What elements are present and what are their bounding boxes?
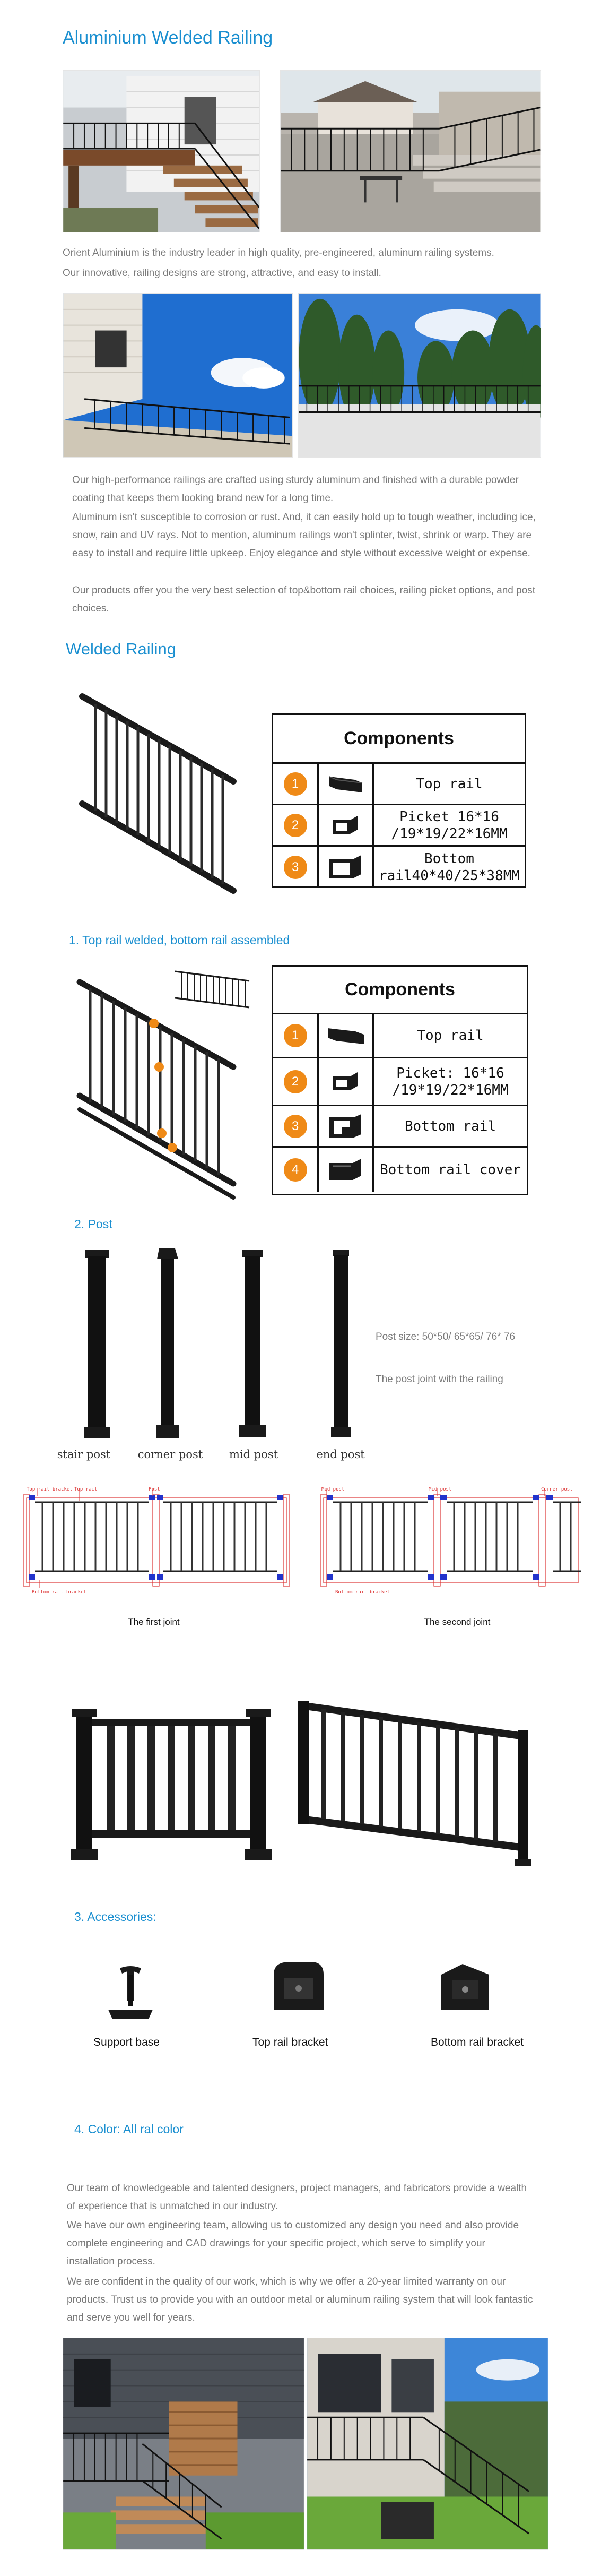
top-rail-icon bbox=[329, 776, 362, 792]
component-label: Bottom rail40*40/25*38MM bbox=[378, 851, 520, 884]
intro-text-1: Orient Aluminium is the industry leader … bbox=[63, 247, 494, 259]
section-1-title: 1. Top rail welded, bottom rail assemble… bbox=[69, 933, 290, 947]
number-badge: 2 bbox=[283, 813, 307, 837]
number-badge: 1 bbox=[283, 1024, 307, 1047]
posts-drawing bbox=[74, 1248, 393, 1440]
body-paragraph-3: Our products offer you the very best sel… bbox=[72, 585, 536, 614]
rooftop-railing-photo bbox=[298, 293, 541, 458]
page-title: Aluminium Welded Railing bbox=[63, 28, 273, 48]
deck-sky-photo bbox=[63, 293, 293, 458]
top-rail-bracket-image bbox=[268, 1959, 327, 2017]
section-3-title: 3. Accessories: bbox=[74, 1910, 156, 1924]
component-label: Top rail bbox=[417, 1028, 484, 1044]
intro-text-2: Our innovative, railing designs are stro… bbox=[63, 268, 381, 279]
post-label-stair: stair post bbox=[57, 1448, 111, 1461]
assembled-railing-drawing bbox=[69, 966, 255, 1200]
support-base-label: Support base bbox=[93, 2036, 160, 2048]
components-row: 4 Bottom rail cover bbox=[273, 1148, 527, 1192]
component-label: Bottom rail cover bbox=[379, 1162, 521, 1178]
number-badge: 1 bbox=[283, 772, 307, 796]
mid-post-label-left: Mid post bbox=[321, 1487, 344, 1492]
welded-railing-title: Welded Railing bbox=[66, 640, 176, 658]
team-paragraph: Our team of knowledgeable and talented d… bbox=[67, 2183, 527, 2212]
top-rail-label: Top rail bbox=[74, 1487, 97, 1492]
components-row: 2 Picket 16*16 /19*19/22*16MM bbox=[273, 805, 525, 847]
bottom-rail-icon bbox=[329, 855, 361, 878]
components-row: 1 Top rail bbox=[273, 1014, 527, 1058]
deck-stairs-photo bbox=[63, 70, 260, 232]
picket-icon bbox=[333, 815, 358, 834]
number-badge: 4 bbox=[283, 1158, 307, 1182]
first-joint-caption: The first joint bbox=[128, 1617, 180, 1627]
components-row: 3 Bottom rail bbox=[273, 1106, 527, 1148]
body-paragraph-1: Our high-performance railings are crafte… bbox=[72, 475, 519, 504]
number-badge: 2 bbox=[283, 1070, 307, 1093]
post-joint-text: The post joint with the railing bbox=[376, 1374, 503, 1385]
picket-icon bbox=[333, 1072, 358, 1090]
body-paragraph-2: Aluminum isn't susceptible to corrosion … bbox=[72, 512, 536, 559]
component-label: Bottom rail bbox=[404, 1118, 496, 1134]
first-joint-diagram: Top rail bracket Top rail Post Bottom ra… bbox=[21, 1486, 297, 1614]
post-label: Post bbox=[149, 1487, 160, 1492]
section-4-title: 4. Color: All ral color bbox=[74, 2122, 184, 2136]
bottom-rail-cover-icon bbox=[329, 1159, 361, 1180]
component-label: Picket: 16*16 /19*19/22*16MM bbox=[392, 1065, 509, 1098]
mid-post-label-center: Mid post bbox=[429, 1487, 451, 1492]
straight-railing-render bbox=[68, 1707, 280, 1861]
top-rail-bracket-label: Top rail bracket bbox=[252, 2036, 328, 2048]
house-stairs-photo bbox=[307, 2338, 548, 2550]
components-row: 2 Picket: 16*16 /19*19/22*16MM bbox=[273, 1058, 527, 1106]
post-label-corner: corner post bbox=[137, 1448, 203, 1461]
angled-railing-render bbox=[296, 1699, 535, 1868]
number-badge: 3 bbox=[283, 1114, 307, 1138]
components-table-1: Components 1 Top rail 2 Picket 16*16 /19… bbox=[272, 713, 526, 888]
bottom-rail-bracket-label: Bottom rail bracket bbox=[335, 1590, 390, 1595]
second-joint-diagram: Mid post Mid post Corner post Bottom rai… bbox=[316, 1486, 597, 1614]
support-base-image bbox=[104, 1964, 157, 2028]
bottom-rail-bracket-image bbox=[436, 1962, 494, 2017]
components-table-header: Components bbox=[273, 715, 525, 764]
corner-post-label: Corner post bbox=[541, 1487, 573, 1492]
components-row: 3 Bottom rail40*40/25*38MM bbox=[273, 847, 525, 888]
backyard-deck-photo bbox=[63, 2338, 304, 2550]
post-size-text: Post size: 50*50/ 65*65/ 76* 76 bbox=[376, 1331, 516, 1342]
post-label-mid: mid post bbox=[229, 1448, 278, 1461]
number-badge: 3 bbox=[283, 856, 307, 879]
engineering-paragraph: We have our own engineering team, allowi… bbox=[67, 2220, 519, 2267]
section-2-title: 2. Post bbox=[74, 1217, 112, 1231]
components-table-2: Components 1 Top rail 2 Picket: 16*16 /1… bbox=[272, 965, 528, 1195]
post-label-end: end post bbox=[316, 1448, 365, 1461]
component-label: Picket 16*16 /19*19/22*16MM bbox=[391, 808, 508, 842]
top-rail-icon bbox=[327, 1028, 364, 1044]
second-joint-caption: The second joint bbox=[424, 1617, 491, 1627]
welded-railing-drawing bbox=[74, 690, 244, 902]
components-table-header: Components bbox=[273, 967, 527, 1014]
top-rail-bracket-label: Top rail bracket bbox=[27, 1487, 73, 1492]
components-row: 1 Top rail bbox=[273, 764, 525, 805]
bottom-rail-icon bbox=[329, 1114, 361, 1138]
component-label: Top rail bbox=[416, 776, 483, 792]
bottom-rail-bracket-label: Bottom rail bracket bbox=[431, 2036, 524, 2048]
bottom-rail-bracket-label: Bottom rail bracket bbox=[32, 1590, 86, 1595]
patio-railing-photo bbox=[280, 70, 541, 232]
warranty-paragraph: We are confident in the quality of our w… bbox=[67, 2276, 533, 2323]
